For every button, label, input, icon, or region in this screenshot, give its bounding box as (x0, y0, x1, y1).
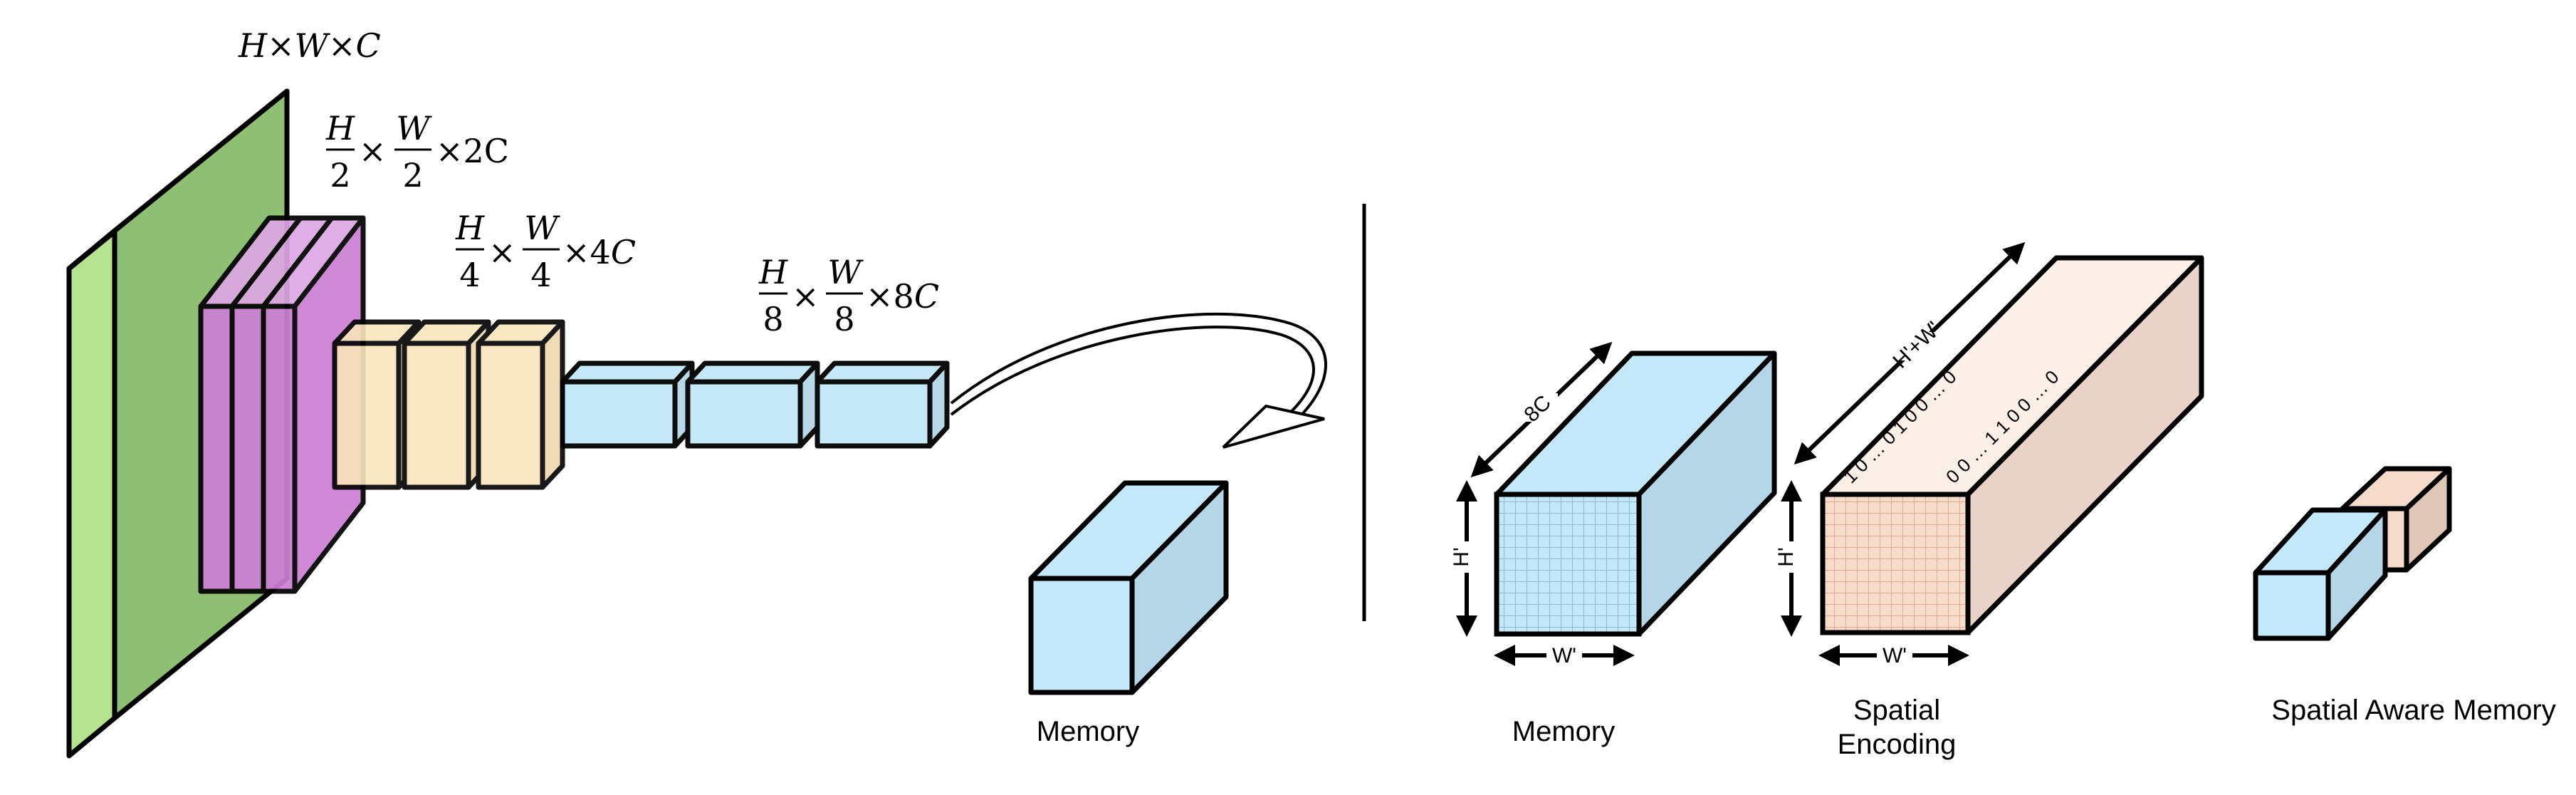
memory-label-left: Memory (1037, 716, 1139, 747)
spatial-encoding-label-line1: Spatial (1853, 695, 1940, 726)
svg-text:H: H (455, 209, 485, 247)
dim-label-w: W' (1552, 644, 1576, 667)
label-stage2: H 2 × W 2 ×2C (325, 109, 509, 194)
label-bg-hw (1888, 332, 1945, 360)
label-bg-enc-h (1777, 541, 1806, 573)
feature-map-stage3 (332, 319, 565, 490)
svg-text:H: H (325, 109, 355, 147)
svg-text:H×W×C: H×W×C (238, 26, 381, 65)
svg-text:×8C: ×8C (866, 277, 939, 316)
svg-text:4: 4 (530, 256, 551, 294)
label-stage3: H 4 × W 4 ×4C (455, 209, 636, 294)
svg-text:8: 8 (834, 300, 854, 338)
spatial-encoding-label-line2: Encoding (1838, 729, 1957, 760)
spatial-aware-memory-cubes (2253, 466, 2452, 641)
svg-text:8: 8 (763, 300, 783, 338)
dim-label-h: H' (1450, 547, 1473, 566)
label-bg-enc-w (1877, 641, 1912, 670)
svg-text:×: × (359, 132, 387, 170)
svg-text:W: W (396, 109, 432, 147)
svg-text:4: 4 (459, 256, 480, 294)
memory-label-right: Memory (1512, 716, 1615, 747)
spatial-aware-memory-label: Spatial Aware Memory (2271, 695, 2555, 726)
label-stage1: H×W×C (238, 26, 381, 65)
svg-text:×: × (488, 233, 516, 271)
svg-text:H: H (758, 253, 788, 291)
feature-map-stage2 (198, 215, 366, 594)
curved-arrow-icon (950, 312, 1327, 449)
label-bg-w (1546, 641, 1582, 670)
svg-text:2: 2 (330, 156, 350, 194)
svg-text:×2C: ×2C (436, 132, 509, 170)
svg-text:×: × (792, 277, 820, 316)
svg-text:2: 2 (402, 156, 423, 194)
label-stage4: H 8 × W 8 ×8C (758, 253, 939, 338)
svg-text:×4C: ×4C (562, 233, 636, 271)
dim-label-enc-w: W' (1883, 644, 1907, 667)
feature-map-stage4 (560, 360, 950, 449)
label-bg-h (1452, 541, 1481, 573)
label-bg-8c (1515, 393, 1558, 422)
memory-cube-left (1028, 480, 1229, 695)
svg-text:W: W (827, 253, 864, 291)
dim-label-enc-h: H' (1774, 547, 1798, 566)
svg-text:W: W (524, 209, 560, 247)
